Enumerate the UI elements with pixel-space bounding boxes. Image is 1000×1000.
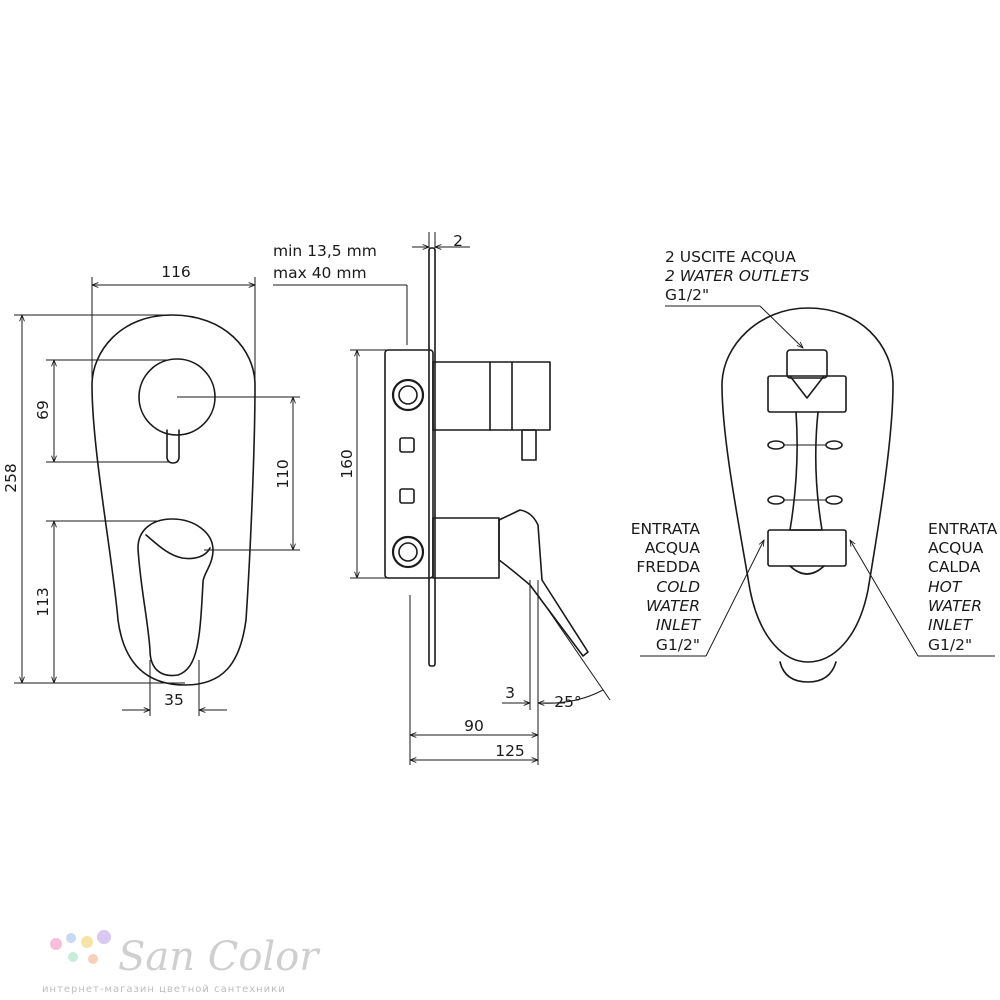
dim-handle-spacing: 110 (274, 459, 292, 489)
cover-plate-outline (91, 314, 256, 686)
upper-fitting (391, 378, 425, 412)
rear-view: 2 USCITE ACQUA 2 WATER OUTLETS G1/2" ENT… (631, 248, 998, 683)
dim-depth-125: 125 (495, 742, 525, 760)
dim-depth-90: 90 (464, 717, 484, 735)
logo-tagline: интернет-магазин цветной сантехники (42, 984, 286, 995)
dim-wall-min: min 13,5 mm (273, 242, 377, 260)
dim-plate-thickness: 2 (453, 232, 463, 250)
outlet-block (767, 375, 847, 413)
hot-label-line-1: ENTRATA (928, 520, 998, 538)
cold-label-line-5: WATER (646, 597, 700, 615)
side-view: 2 min 13,5 mm max 40 mm 160 3 25° 90 125 (273, 232, 611, 765)
logo-dot-5 (68, 952, 78, 962)
front-view: 116 258 69 110 113 35 (2, 263, 300, 716)
dim-lower-offset: 113 (34, 587, 52, 617)
dim-wall-max: max 40 mm (273, 264, 367, 282)
mixer-lever-front (137, 518, 214, 677)
logo-dot-2 (66, 933, 76, 943)
dim-lever-width: 35 (164, 691, 184, 709)
dim-total-height: 258 (2, 463, 20, 493)
outlet-label-line-3: G1/2" (665, 286, 709, 304)
cold-label-line-4: COLD (656, 578, 700, 596)
dim-lever-angle: 25° (554, 693, 581, 711)
mixer-lever-side (498, 509, 589, 657)
dim-front-width: 116 (161, 263, 191, 281)
outlet-label-line-1: 2 USCITE ACQUA (665, 248, 796, 266)
hot-label-line-5: WATER (928, 597, 982, 615)
lower-fitting (391, 535, 425, 569)
outlet-label-line-2: 2 WATER OUTLETS (665, 267, 810, 285)
hot-label-line-4: HOT (928, 578, 963, 596)
hot-label-line-7: G1/2" (928, 636, 972, 654)
rear-bottom-tab (779, 661, 837, 683)
cold-label-line-2: ACQUA (645, 539, 701, 557)
cold-label-line-6: INLET (656, 616, 702, 634)
cold-label-line-7: G1/2" (656, 636, 700, 654)
box-slot-upper (399, 437, 415, 453)
diverter-body (432, 361, 551, 431)
diverter-tab (166, 429, 180, 464)
dim-lever-gap: 3 (505, 684, 515, 702)
logo-wordmark: San Color (118, 934, 321, 980)
logo-dot-4 (97, 930, 111, 944)
hot-label-line-6: INLET (928, 616, 974, 634)
mixer-body (432, 517, 500, 579)
logo-dot-6 (88, 954, 98, 964)
rear-plate-outline (721, 307, 894, 663)
hot-label-line-3: CALDA (928, 558, 981, 576)
cold-label-line-1: ENTRATA (631, 520, 701, 538)
mounting-box (384, 349, 434, 579)
dim-box-height: 160 (338, 449, 356, 479)
box-slot-lower (399, 488, 415, 504)
sancolor-logo: San Color интернет-магазин цветной санте… (42, 930, 321, 995)
dim-upper-offset: 69 (34, 400, 52, 420)
hot-label-line-2: ACQUA (928, 539, 984, 557)
outlet-port (786, 349, 828, 379)
lever-cap-line (145, 534, 211, 560)
valve-spine (789, 411, 823, 531)
cold-label-line-3: FREDDA (636, 558, 700, 576)
inlet-block (767, 529, 847, 567)
logo-dot-1 (50, 938, 62, 950)
logo-dot-3 (81, 936, 93, 948)
wall-plate (428, 247, 436, 667)
diverter-tab-side (521, 429, 537, 461)
